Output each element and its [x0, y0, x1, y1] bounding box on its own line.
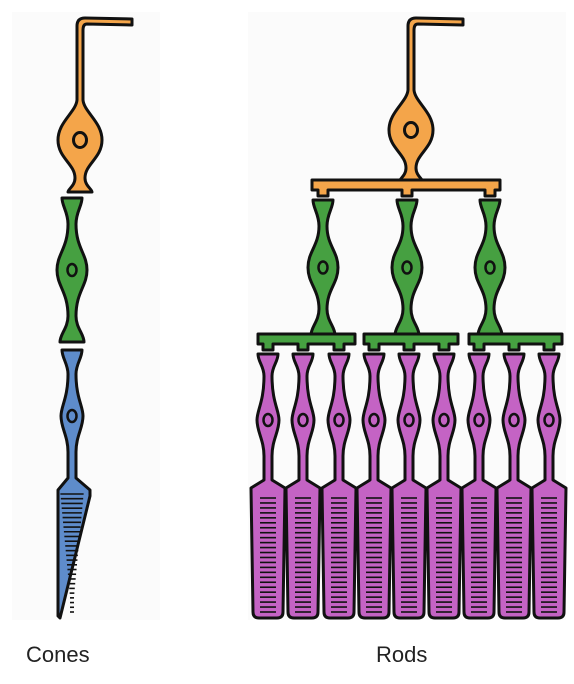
rod-cell	[462, 354, 496, 618]
bipolar-synaptic-bar	[258, 334, 355, 350]
cone-pathway-bipolar-cell	[57, 198, 87, 342]
rod-cell-body	[251, 354, 285, 618]
rod-cell-body	[532, 354, 566, 618]
rod-pathway	[251, 18, 566, 618]
bipolar-synaptic-bar	[364, 334, 458, 350]
bipolar-cell-body	[57, 198, 87, 342]
rod-cell	[392, 354, 426, 618]
ganglion-cell-body	[58, 18, 132, 192]
rods-label: Rods	[376, 642, 427, 668]
rod-cell	[322, 354, 356, 618]
rod-cell-body	[427, 354, 461, 618]
rod-cell-body	[286, 354, 320, 618]
rod-pathway-ganglion-cell	[389, 18, 463, 182]
rod-cell	[497, 354, 531, 618]
synaptic-bar	[364, 334, 458, 350]
rod-cell	[532, 354, 566, 618]
rod-cell-body	[392, 354, 426, 618]
cone-cell	[58, 350, 90, 618]
synaptic-bar	[469, 334, 562, 350]
bipolar-cell-body	[475, 200, 505, 335]
cone-pathway	[57, 18, 132, 618]
bipolar-cell-body	[392, 200, 422, 335]
rod-cell-body	[497, 354, 531, 618]
rod-cell-body	[357, 354, 391, 618]
bipolar-synaptic-bar	[469, 334, 562, 350]
cone-cell-body	[58, 350, 90, 618]
synaptic-bar	[312, 180, 500, 196]
rod-cell	[251, 354, 285, 618]
rod-cell	[286, 354, 320, 618]
rod-pathway-bipolar-cell	[392, 200, 422, 335]
rod-cell-body	[462, 354, 496, 618]
rod-cell	[427, 354, 461, 618]
ganglion-synaptic-bar	[312, 180, 500, 196]
cone-pathway-ganglion-cell	[58, 18, 132, 192]
synaptic-bar	[258, 334, 355, 350]
bipolar-cell-body	[308, 200, 338, 335]
cones-label: Cones	[26, 642, 90, 668]
rod-pathway-bipolar-cell	[308, 200, 338, 335]
rod-cell-body	[322, 354, 356, 618]
rod-pathway-bipolar-cell	[475, 200, 505, 335]
ganglion-cell-body	[389, 18, 463, 182]
rod-cell	[357, 354, 391, 618]
